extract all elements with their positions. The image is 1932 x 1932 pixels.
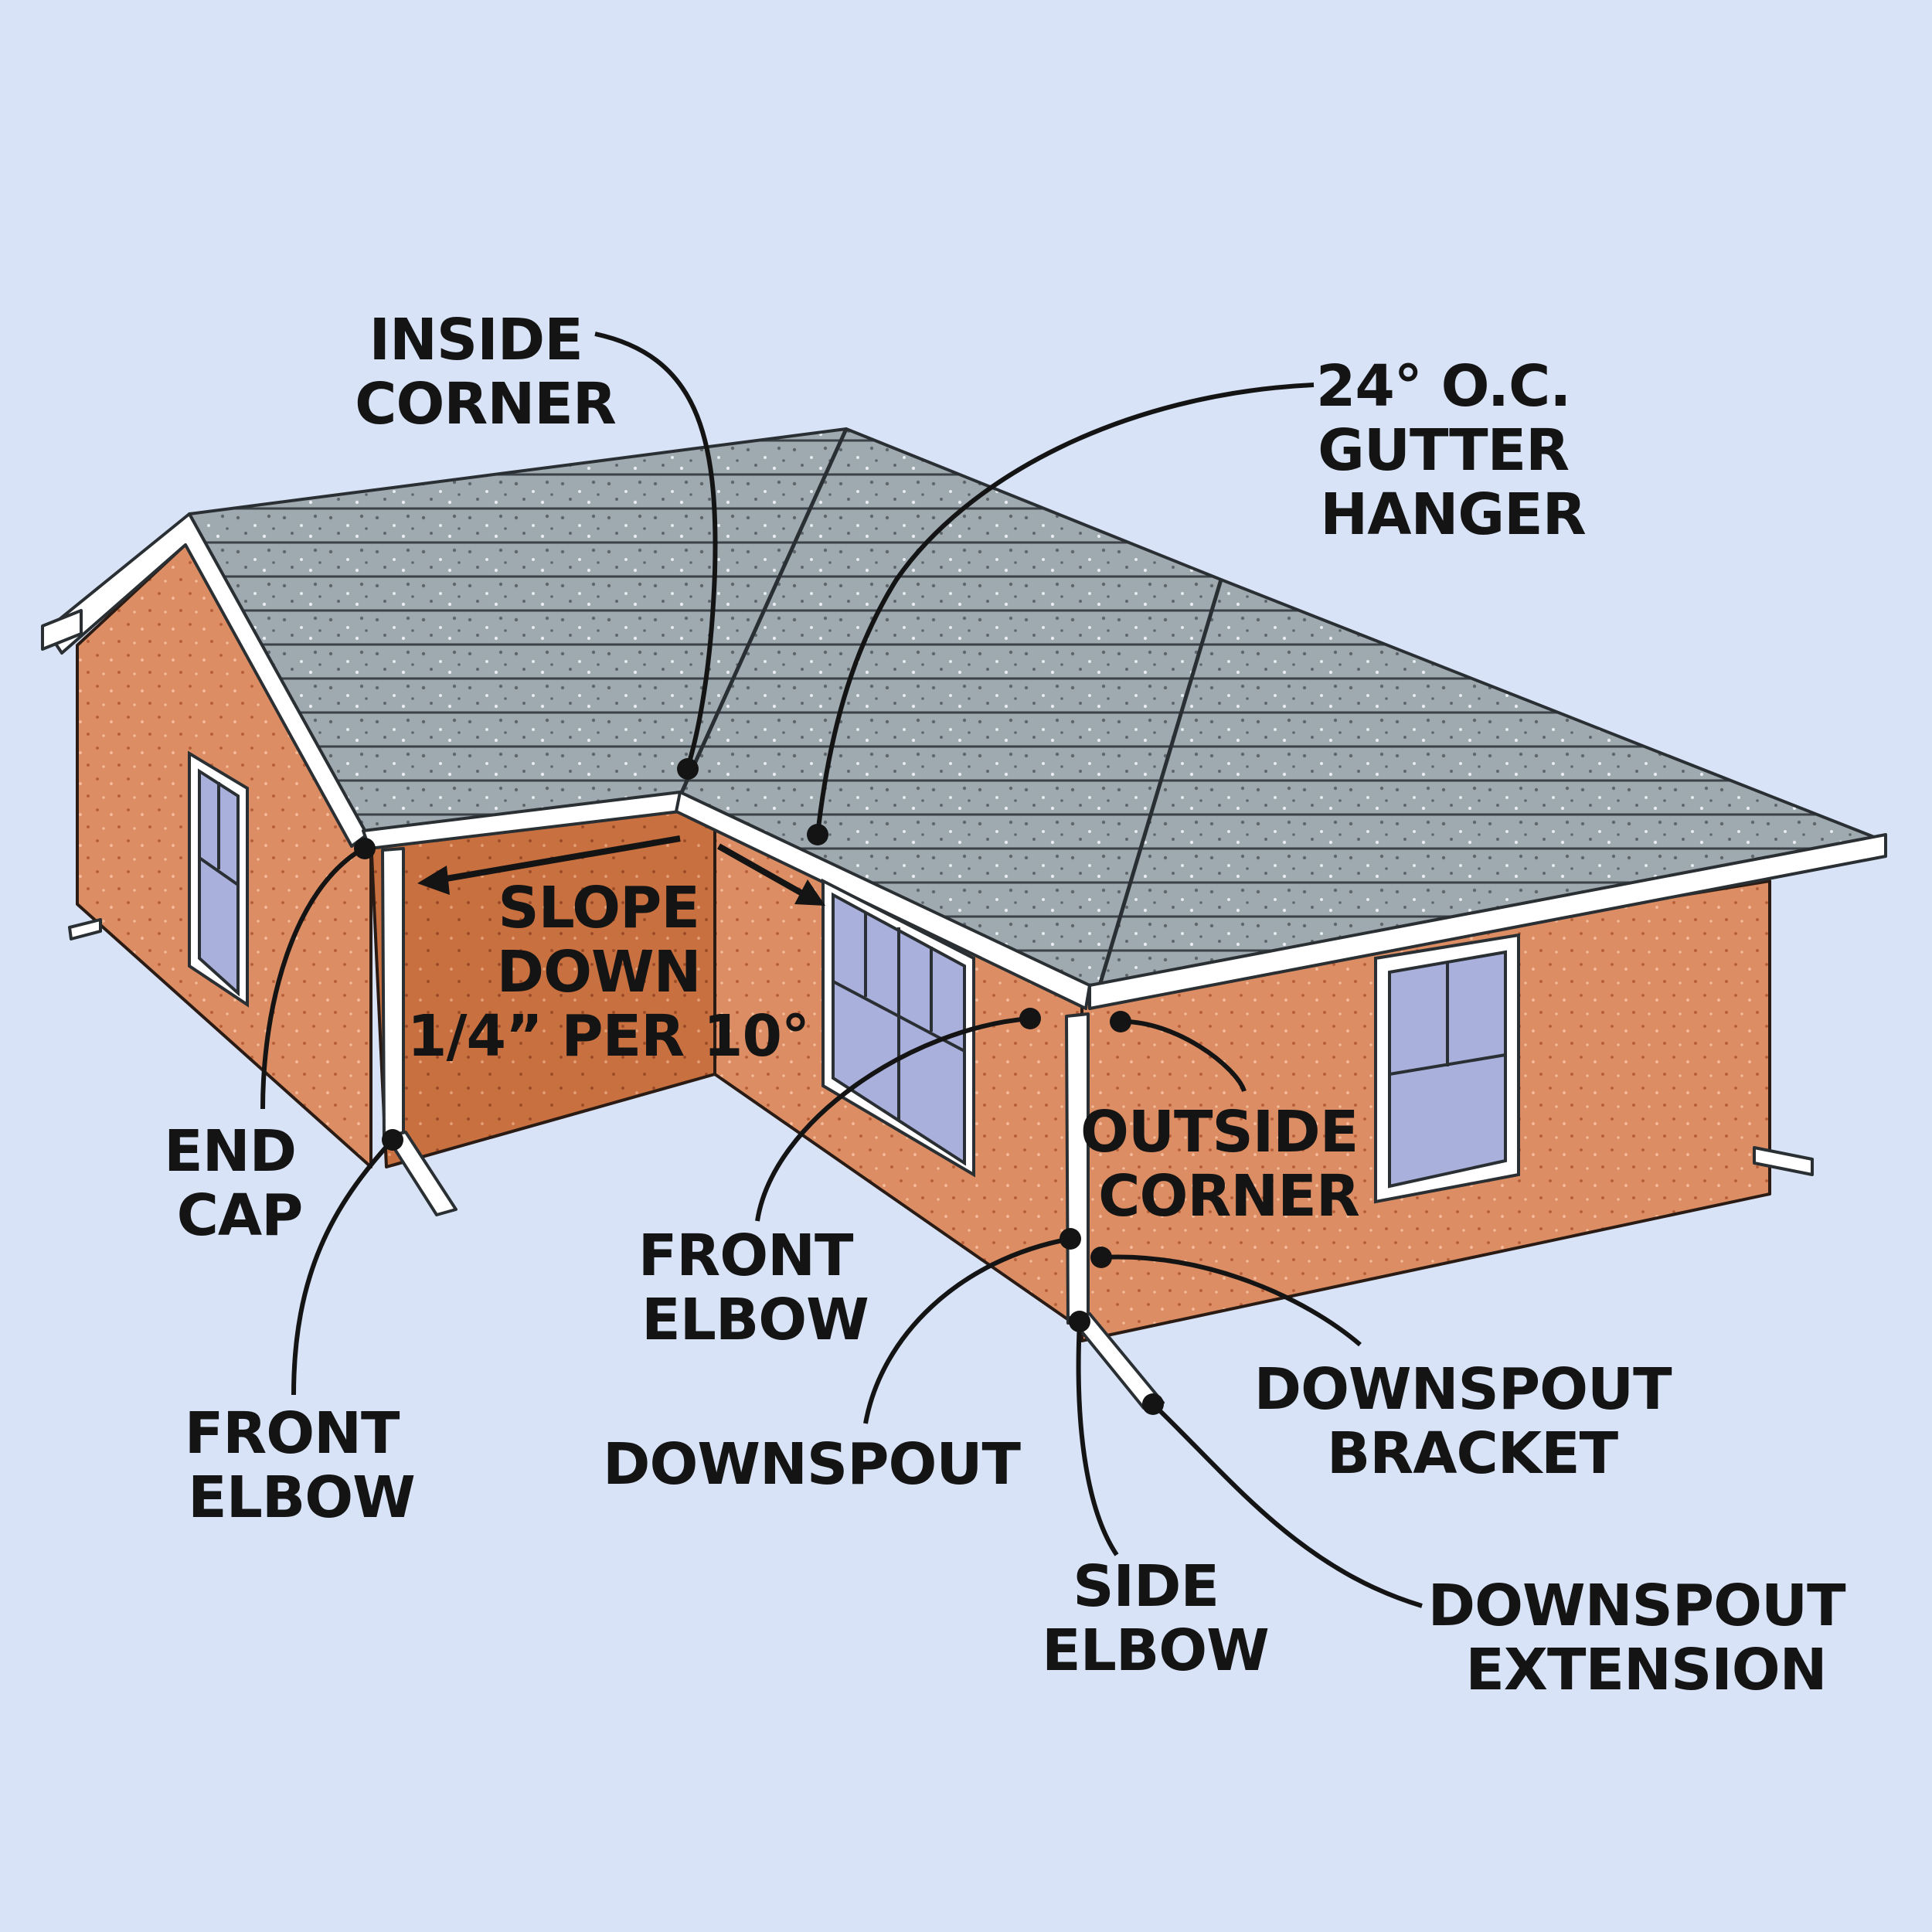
slope-arrows: [417, 835, 825, 906]
gable-rake-trim: [45, 512, 369, 848]
leader-inside-corner: [594, 332, 718, 768]
dot-downspout-bracket: [1090, 1247, 1112, 1268]
leader-gutter-hanger: [815, 383, 1315, 835]
label-gutter-hanger: 24° O.C. GUTTER HANGER: [1316, 353, 1590, 548]
leader-lines: [260, 332, 1423, 1608]
leader-downspout-extension: [1151, 1402, 1423, 1608]
label-slope: SLOPE DOWN 1/4” PER 10°: [407, 875, 809, 1070]
side-extension-right: [1753, 1146, 1814, 1176]
window-right: [1374, 933, 1520, 1204]
dot-inside-corner: [677, 758, 699, 780]
side-extension-left: [68, 918, 102, 940]
gutter-front-right: [1088, 833, 1887, 1010]
dot-downspout: [1060, 1228, 1081, 1250]
windows: [188, 750, 1520, 1204]
dot-gutter-hanger: [807, 824, 828, 845]
roof: [188, 427, 1879, 995]
label-downspout: DOWNSPOUT: [603, 1431, 1021, 1498]
leader-end-cap: [260, 846, 365, 1110]
dot-side-elbow: [1069, 1311, 1090, 1332]
slope-arrow-right: [717, 843, 809, 900]
leader-downspout-bracket: [1100, 1254, 1362, 1347]
downspout-left: [381, 847, 405, 1141]
labels: INSIDE CORNER 24° O.C. GUTTER HANGER SLO…: [164, 307, 1865, 1703]
gutter-front-left: [675, 791, 1091, 1010]
dot-front-elbow-mid: [1019, 1008, 1041, 1029]
downspout-front: [1065, 1012, 1090, 1325]
label-inside-corner: INSIDE CORNER: [355, 307, 616, 437]
leader-dots: [354, 758, 1164, 1415]
leader-outside-corner: [1120, 1019, 1247, 1093]
dot-front-elbow-left: [382, 1129, 403, 1151]
leader-downspout: [863, 1236, 1071, 1424]
label-side-elbow: SIDE ELBOW: [1042, 1553, 1269, 1684]
window-front-large: [821, 878, 975, 1178]
dot-downspout-extension: [1142, 1393, 1164, 1415]
dot-end-cap: [354, 838, 376, 859]
leader-front-elbow-mid: [755, 1016, 1031, 1222]
label-downspout-bracket: DOWNSPOUT BRACKET: [1254, 1356, 1691, 1487]
label-downspout-extension: DOWNSPOUT EXTENSION: [1428, 1573, 1865, 1703]
label-end-cap: END CAP: [164, 1118, 315, 1249]
dot-outside-corner: [1110, 1011, 1131, 1032]
label-front-elbow-left: FRONT ELBOW: [185, 1400, 419, 1531]
window-left: [188, 750, 249, 1008]
label-outside-corner: OUTSIDE CORNER: [1080, 1099, 1377, 1230]
gutter-left-end: [41, 609, 83, 651]
leader-front-elbow-left: [291, 1138, 395, 1396]
slope-arrow-left: [432, 835, 681, 884]
label-front-elbow-mid: FRONT ELBOW: [638, 1223, 872, 1353]
leader-side-elbow: [1076, 1321, 1119, 1556]
gutters: [41, 512, 1887, 1010]
